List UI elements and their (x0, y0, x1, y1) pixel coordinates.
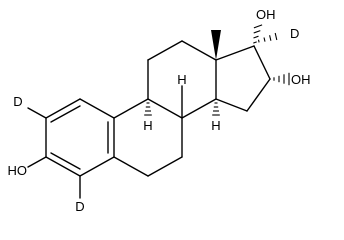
bond-c3-c4 (45, 156, 81, 177)
bond-c10-c1 (79, 98, 115, 119)
estriol-d3-structure: D HO D H H H OH D OH (8, 7, 311, 214)
bond-c2-d (27, 107, 47, 119)
bond-c11-c12 (147, 40, 183, 61)
c17-d-hash (257, 32, 278, 43)
bond-c13-c17 (215, 45, 255, 61)
bond-c15-c14 (215, 98, 248, 112)
label-h-c14: H (211, 118, 220, 133)
c17-oh-hash (253, 24, 263, 44)
label-oh-c16: OH (291, 72, 311, 87)
bond-c17-c16 (253, 45, 271, 80)
bond-c10-c9 (113, 98, 149, 119)
methyl-c18-wedge (211, 30, 221, 60)
label-ho-c3: HO (8, 163, 28, 178)
c9-h-hash (144, 102, 152, 116)
bond-c1-c2-inner (50, 105, 81, 123)
bond-c4-c5 (79, 156, 115, 177)
bond-c1-c2 (45, 98, 81, 119)
label-h-c9: H (143, 118, 152, 133)
bond-c6-c5 (113, 156, 149, 177)
label-d-c17: D (290, 26, 299, 41)
label-oh-c17: OH (256, 7, 276, 22)
bond-c16-c15 (246, 78, 271, 112)
bond-c12-c13 (181, 40, 217, 61)
ring-c (147, 40, 217, 119)
c16-oh-hash (273, 72, 290, 86)
label-d-c4: D (75, 199, 84, 214)
ring-a-aromatic (45, 98, 115, 177)
c14-h-hash (212, 102, 220, 116)
label-h-c8: H (177, 72, 186, 87)
bond-c7-c6 (147, 156, 183, 177)
ring-d (215, 45, 271, 112)
bond-c14-c8 (181, 98, 217, 119)
label-d-c2: D (13, 94, 22, 109)
bond-c9-c8 (147, 98, 183, 119)
bond-c3-oh (27, 156, 47, 168)
bond-c3-c4-inner (50, 152, 81, 170)
ring-b (113, 98, 183, 177)
